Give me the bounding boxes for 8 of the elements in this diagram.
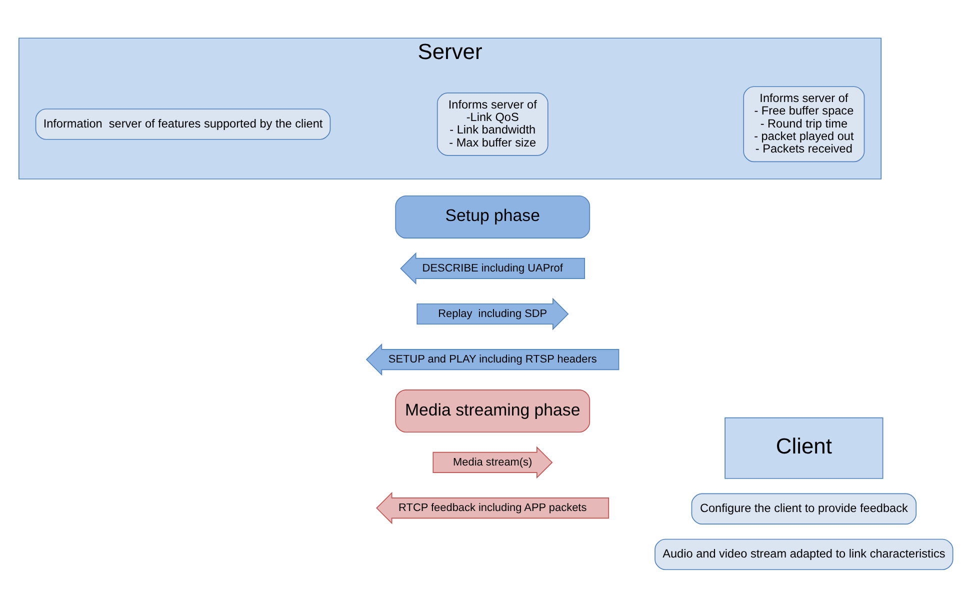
node-box: Information server of features supported by the client <box>35 108 331 140</box>
node-box: Media streaming phase <box>395 390 590 433</box>
node-box: Informs server of - Free buffer space - Round trip time - packet played out - Packets received <box>743 86 865 162</box>
node-box: Informs server of -Link QoS - Link bandwidth - Max buffer size <box>436 92 548 156</box>
node-box: Audio and video stream adapted to link characteristics <box>654 538 954 570</box>
node-box: Client <box>724 417 884 479</box>
node-box: Configure the client to provide feedback <box>691 493 917 524</box>
node-box: Setup phase <box>395 195 590 238</box>
